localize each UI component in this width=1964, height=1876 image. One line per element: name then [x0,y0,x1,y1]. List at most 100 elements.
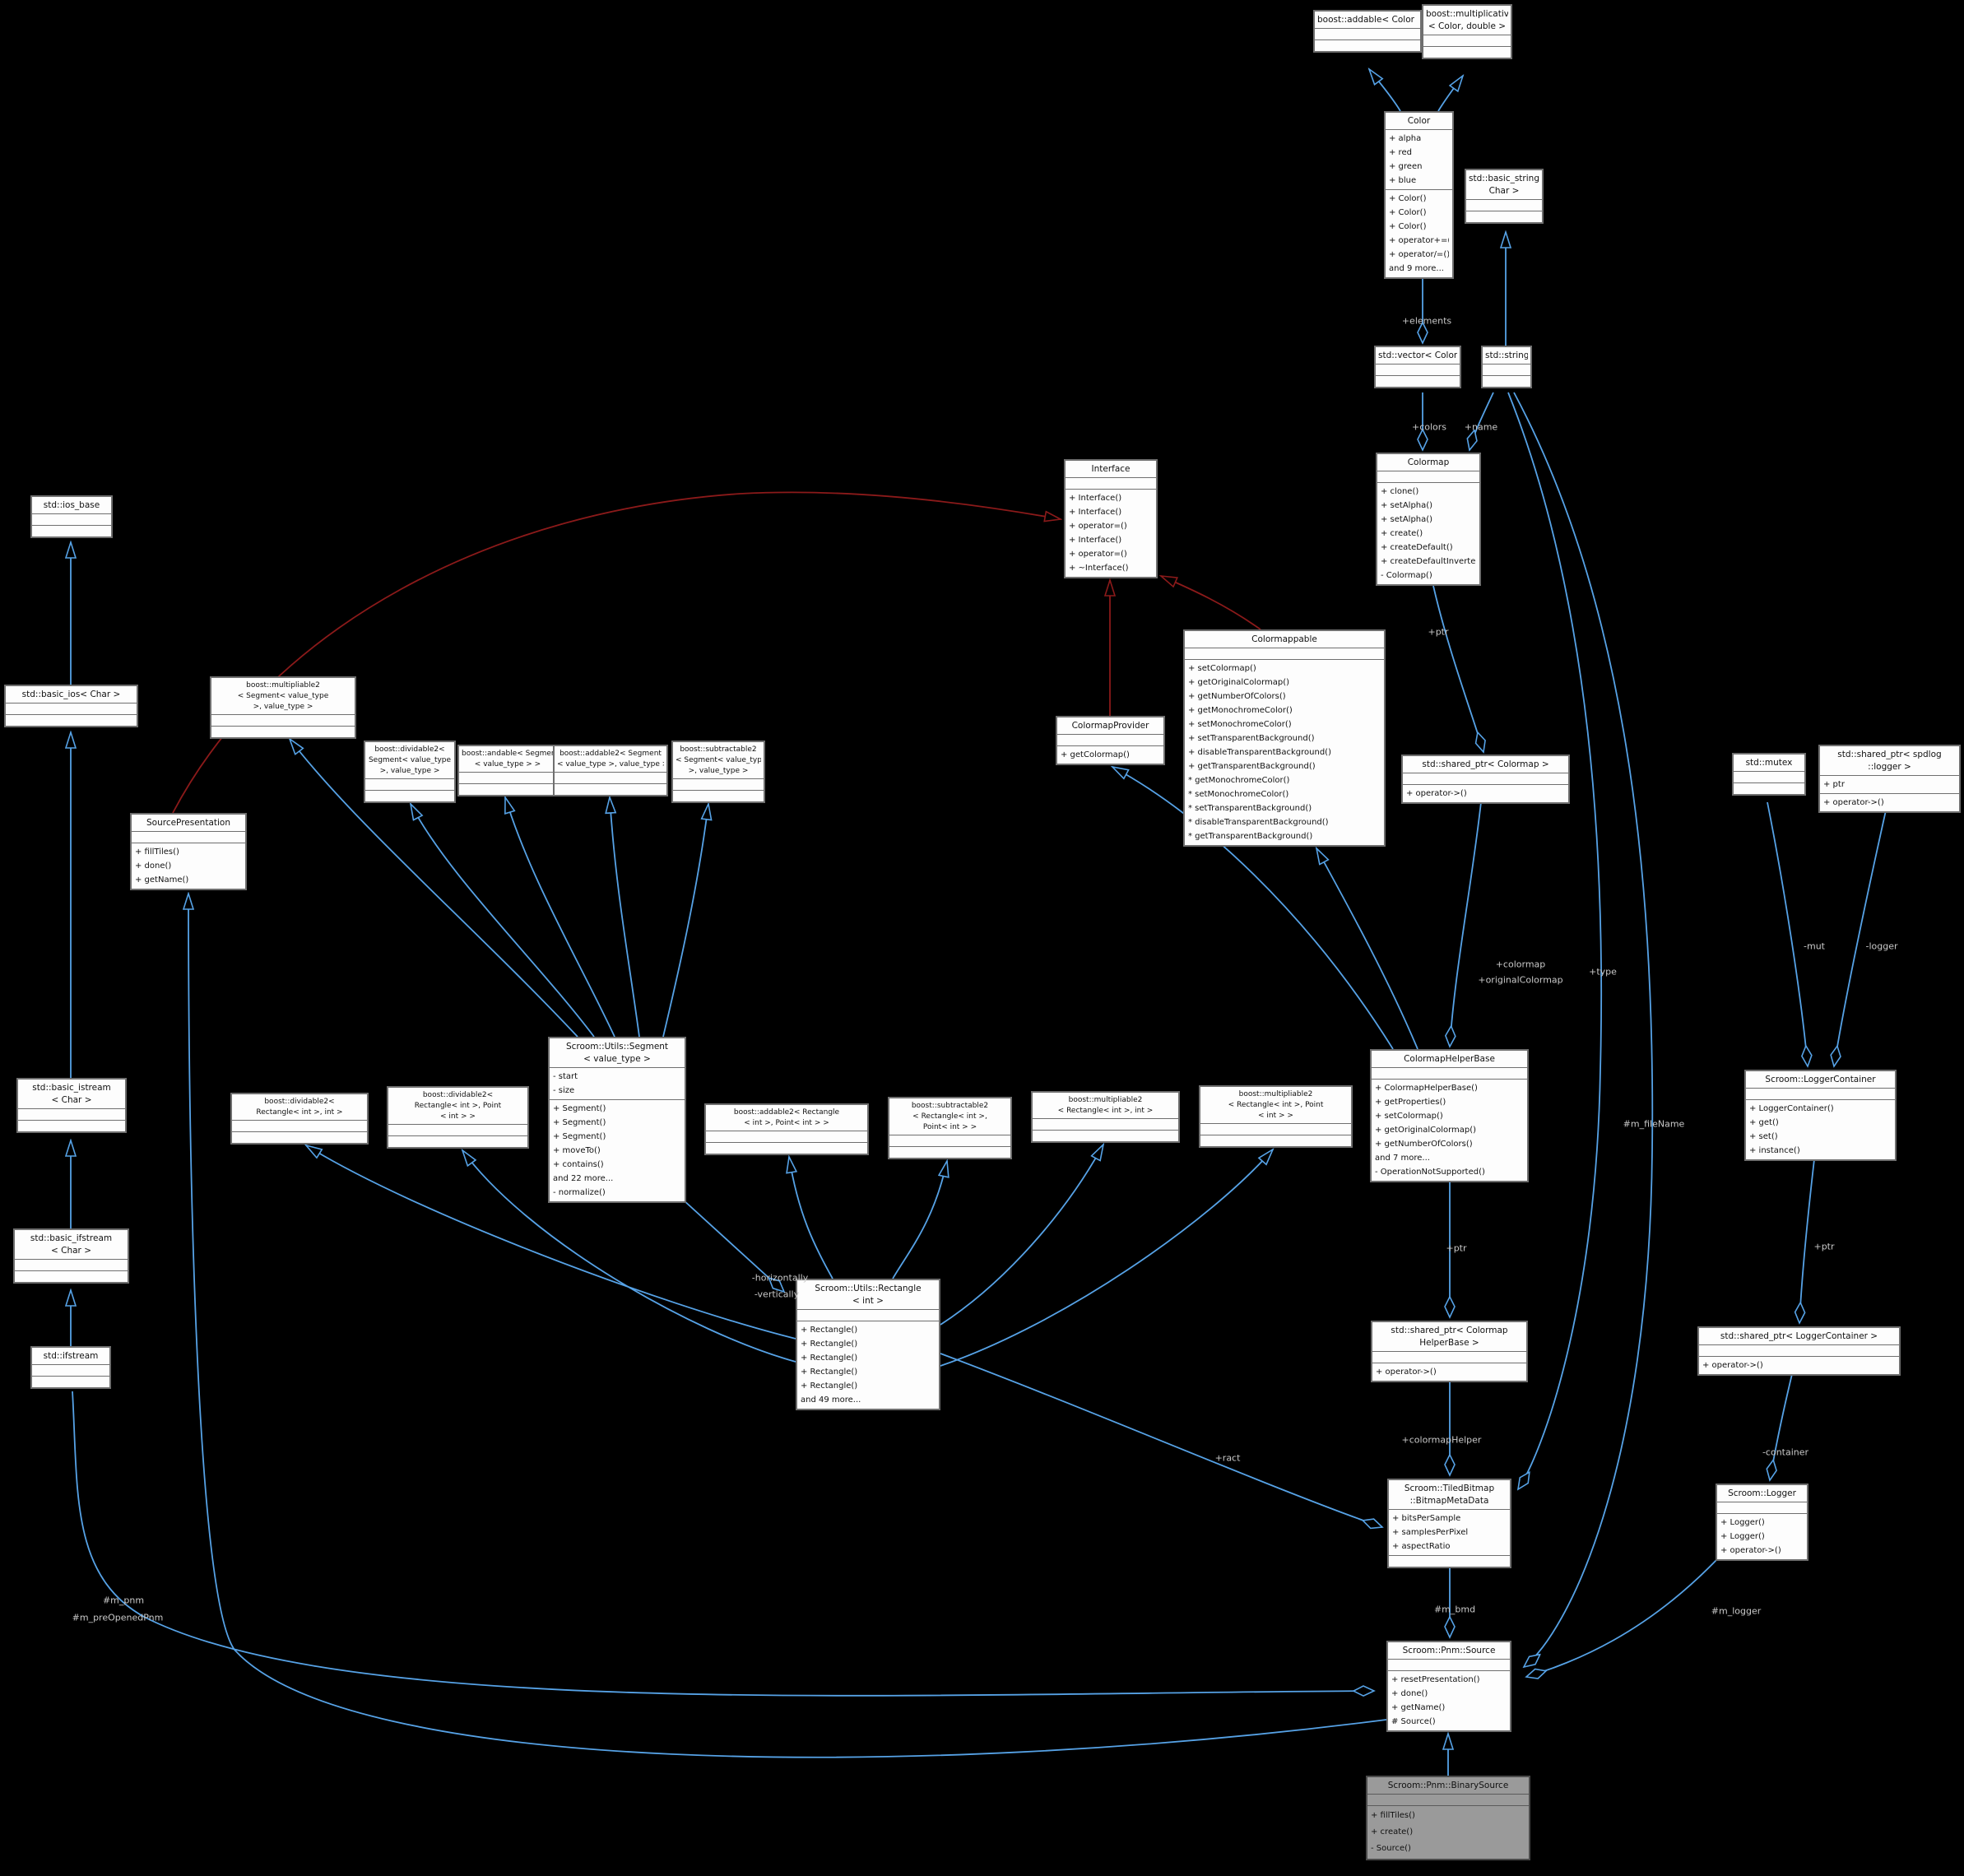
class-title: std::basic_ifstream< Char > [15,1230,128,1260]
edge-segment-andable [505,797,615,1038]
class-title: boost::multipliable2< Rectangle< int >, … [1033,1093,1178,1119]
class-boost-addable-color[interactable]: boost::addable< Color > [1313,10,1422,53]
class-colormap-helper-base[interactable]: ColormapHelperBase+ ColormapHelperBase()… [1370,1049,1529,1182]
class-boost-multipliable2-rect-int[interactable]: boost::multipliable2< Rectangle< int >, … [1031,1091,1180,1143]
member-row: and 49 more... [801,1395,861,1405]
class-title: boost::multiplicative< Color, double > [1423,6,1511,35]
class-scroom-logger-container[interactable]: Scroom::LoggerContainer+ LoggerContainer… [1744,1070,1897,1161]
member-row: + setTransparentBackground() [1188,734,1315,743]
class-interface[interactable]: Interface+ Interface()+ Interface()+ ope… [1064,459,1158,578]
class-members: + LoggerContainer()+ get()+ set()+ insta… [1746,1100,1895,1159]
edge-label--logger: -logger [1865,940,1898,952]
class-boost-subtractable2-rect-point[interactable]: boost::subtractable2< Rectangle< int >,P… [888,1097,1012,1159]
class-title: SourcePresentation [132,815,245,832]
member-row: + getColormap() [1061,750,1130,759]
class-boost-dividable2-segment[interactable]: boost::dividable2<Segment< value_type>, … [364,741,456,803]
member-row: + getName() [1391,1703,1446,1712]
empty-compartment [32,1365,109,1377]
class-scroom-utils-rectangle[interactable]: Scroom::Utils::Rectangle< int >+ Rectang… [796,1279,940,1410]
class-std-mutex[interactable]: std::mutex [1732,753,1806,796]
edge-chb-colormappable [1316,848,1418,1050]
edge-rect-subtractable2-point [892,1161,947,1279]
class-boost-multipliable2-rect-point[interactable]: boost::multipliable2< Rectangle< int >, … [1199,1085,1353,1148]
edge-label--name: +name [1464,421,1498,433]
class-boost-addable2-segment[interactable]: boost::addable2< Segment< value_type >, … [553,745,668,796]
class-source-presentation[interactable]: SourcePresentation+ fillTiles()+ done()+… [130,813,247,890]
edge-label--ptr: +ptr [1428,626,1449,638]
member-row: + setAlpha() [1381,515,1433,524]
empty-compartment [706,1131,867,1143]
edge-color-addable [1369,69,1401,112]
class-title: std::basic_istream< Char > [18,1080,125,1109]
class-boost-addable2-rect-point[interactable]: boost::addable2< Rectangle< int >, Point… [704,1103,869,1155]
member-row: + aspectRatio [1392,1542,1451,1551]
class-boost-multipliable2-segment[interactable]: boost::multipliable2< Segment< value_typ… [210,676,356,739]
member-row: - size [553,1086,575,1095]
class-std-vector-color[interactable]: std::vector< Color > [1374,346,1461,388]
empty-compartment [1376,365,1460,376]
empty-compartment [1372,1352,1526,1363]
class-scroom-utils-segment[interactable]: Scroom::Utils::Segment< value_type >- st… [548,1037,686,1203]
class-shared-ptr-logger-container[interactable]: std::shared_ptr< LoggerContainer >+ oper… [1697,1326,1901,1376]
member-row: + operator->() [1702,1361,1763,1370]
member-row: - normalize() [553,1188,606,1197]
class-std-basic-ios[interactable]: std::basic_ios< Char > [4,685,138,727]
class-title: boost::addable2< Rectangle< int >, Point… [706,1105,867,1131]
class-boost-andable-segment[interactable]: boost::andable< Segment< value_type > > [457,745,558,796]
member-row: + disableTransparentBackground() [1188,748,1331,757]
edge-segment-rect-horiz-vert [682,1199,784,1292]
class-boost-dividable2-rect-point[interactable]: boost::dividable2<Rectangle< int >, Poin… [387,1086,529,1149]
member-row: and 7 more... [1375,1154,1430,1163]
class-colormap-provider[interactable]: ColormapProvider+ getColormap() [1056,716,1165,765]
empty-compartment [1315,29,1420,40]
class-std-ios-base[interactable]: std::ios_base [30,495,113,538]
class-scroom-pnm-source[interactable]: Scroom::Pnm::Source+ resetPresentation()… [1386,1641,1511,1732]
member-row: + done() [135,861,172,871]
class-boost-dividable2-rect-int[interactable]: boost::dividable2<Rectangle< int >, int … [230,1093,369,1145]
empty-compartment [797,1310,939,1321]
member-row: * getMonochromeColor() [1188,776,1290,785]
class-shared-ptr-spdlog-logger[interactable]: std::shared_ptr< spdlog::logger >+ ptr+ … [1818,745,1961,813]
edge-rect-multipliable2-int [940,1145,1103,1326]
edge-segment-subtractable2 [662,804,708,1038]
class-scroom-tiledbitmap-bitmapmetadata[interactable]: Scroom::TiledBitmap::BitmapMetaData+ bit… [1387,1479,1511,1568]
class-std-basic-string[interactable]: std::basic_string<Char > [1465,169,1544,224]
empty-compartment [1066,478,1156,490]
member-row: + Color() [1389,222,1427,231]
member-row: + Interface() [1069,494,1122,503]
class-title: boost::addable2< Segment< value_type >, … [555,746,666,773]
class-std-ifstream[interactable]: std::ifstream [30,1346,111,1389]
class-std-string[interactable]: std::string [1481,346,1532,388]
edge-label--colormap: +colormap [1495,959,1546,970]
member-row: + Logger() [1720,1518,1765,1527]
class-boost-multiplicative[interactable]: boost::multiplicative< Color, double > [1422,4,1512,59]
class-title: Scroom::Logger [1717,1485,1807,1502]
member-row: + create() [1371,1827,1414,1837]
class-scroom-pnm-binarysource[interactable]: Scroom::Pnm::BinarySource+ fillTiles()+ … [1366,1776,1530,1860]
class-std-basic-ifstream[interactable]: std::basic_ifstream< Char > [13,1228,129,1284]
member-row: + red [1389,148,1412,157]
class-boost-subtractable2-segment[interactable]: boost::subtractable2< Segment< value_typ… [671,741,765,803]
class-shared-ptr-colormap[interactable]: std::shared_ptr< Colormap >+ operator->(… [1401,755,1570,804]
empty-compartment [889,1147,1010,1158]
member-row: + getOriginalColormap() [1188,678,1290,687]
class-members: + operator->() [1372,1363,1526,1381]
member-row: + Segment() [553,1118,606,1127]
class-colormappable[interactable]: Colormappable+ setColormap()+ getOrigina… [1183,629,1386,847]
class-members: + operator->() [1820,794,1959,811]
member-row: + setMonochromeColor() [1188,720,1292,729]
class-colormap[interactable]: Colormap+ clone()+ setAlpha()+ setAlpha(… [1376,453,1481,586]
member-row: * getTransparentBackground() [1188,832,1313,841]
class-scroom-logger[interactable]: Scroom::Logger+ Logger()+ Logger()+ oper… [1716,1484,1808,1561]
class-color[interactable]: Color+ alpha+ red+ green+ blue+ Color()+… [1384,111,1454,279]
empty-compartment [1377,471,1479,483]
class-title: Scroom::Utils::Rectangle< int > [797,1280,939,1310]
empty-compartment [1483,365,1530,376]
member-row: + create() [1381,529,1423,538]
member-row: + Color() [1389,208,1427,217]
empty-compartment [1388,1660,1510,1671]
member-row: + contains() [553,1160,604,1169]
class-std-basic-istream[interactable]: std::basic_istream< Char > [16,1078,127,1133]
edge-segment-multipliable2 [290,739,578,1038]
